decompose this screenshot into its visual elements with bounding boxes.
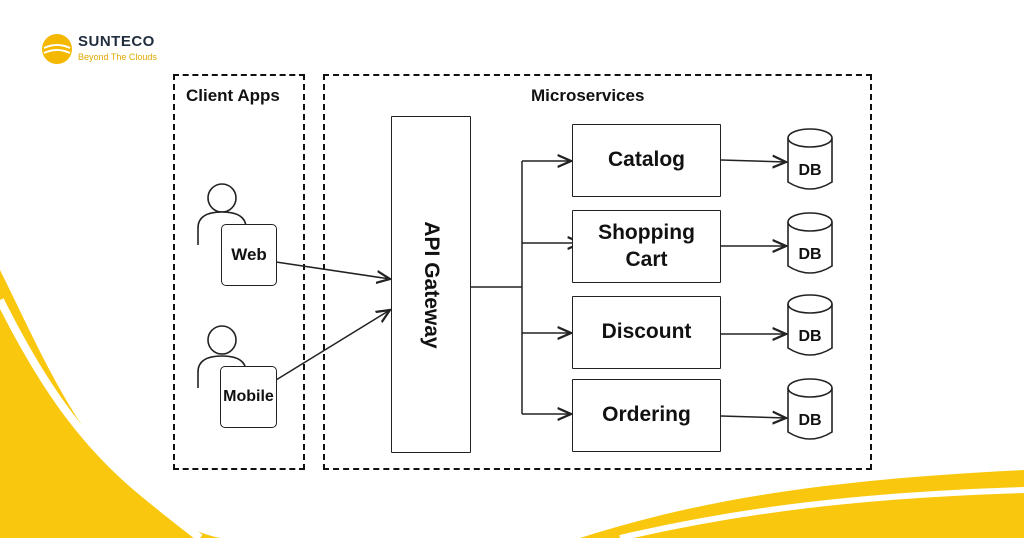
mobile-client-box: Mobile bbox=[220, 366, 277, 428]
database-icon bbox=[787, 378, 833, 440]
mobile-client-label: Mobile bbox=[223, 388, 274, 405]
brand-logo: SUNTECO Beyond The Clouds bbox=[40, 30, 170, 70]
web-client-box: Web bbox=[221, 224, 277, 286]
client-apps-title: Client Apps bbox=[186, 86, 280, 105]
ordering-db-label: DB bbox=[798, 412, 822, 429]
discount-service-box: Discount bbox=[572, 296, 721, 369]
database-icon bbox=[787, 294, 833, 356]
discount-service-label: Discount bbox=[601, 320, 692, 344]
microservices-group bbox=[323, 74, 872, 470]
catalog-db: DB bbox=[787, 132, 833, 192]
shopping-cart-db-label: DB bbox=[798, 246, 822, 263]
sun-icon bbox=[42, 34, 72, 64]
microservices-title: Microservices bbox=[531, 86, 645, 105]
client-apps-group bbox=[173, 74, 305, 470]
database-icon bbox=[787, 212, 833, 274]
web-client-label: Web bbox=[231, 245, 267, 264]
ordering-db: DB bbox=[787, 382, 833, 442]
shopping-cart-db: DB bbox=[787, 216, 833, 276]
catalog-service-box: Catalog bbox=[572, 124, 721, 197]
discount-db: DB bbox=[787, 298, 833, 358]
ordering-service-box: Ordering bbox=[572, 379, 721, 452]
api-gateway-label: API Gateway bbox=[420, 220, 443, 349]
database-icon bbox=[787, 128, 833, 190]
shopping-cart-service-label: Shopping Cart bbox=[598, 221, 695, 271]
catalog-service-label: Catalog bbox=[607, 148, 685, 172]
shopping-cart-service-box: Shopping Cart bbox=[572, 210, 721, 283]
brand-name: SUNTECO bbox=[78, 33, 155, 50]
discount-db-label: DB bbox=[798, 328, 822, 345]
brand-tagline: Beyond The Clouds bbox=[78, 52, 157, 62]
api-gateway-box: API Gateway bbox=[391, 116, 471, 453]
catalog-db-label: DB bbox=[798, 162, 822, 179]
ordering-service-label: Ordering bbox=[602, 403, 691, 427]
